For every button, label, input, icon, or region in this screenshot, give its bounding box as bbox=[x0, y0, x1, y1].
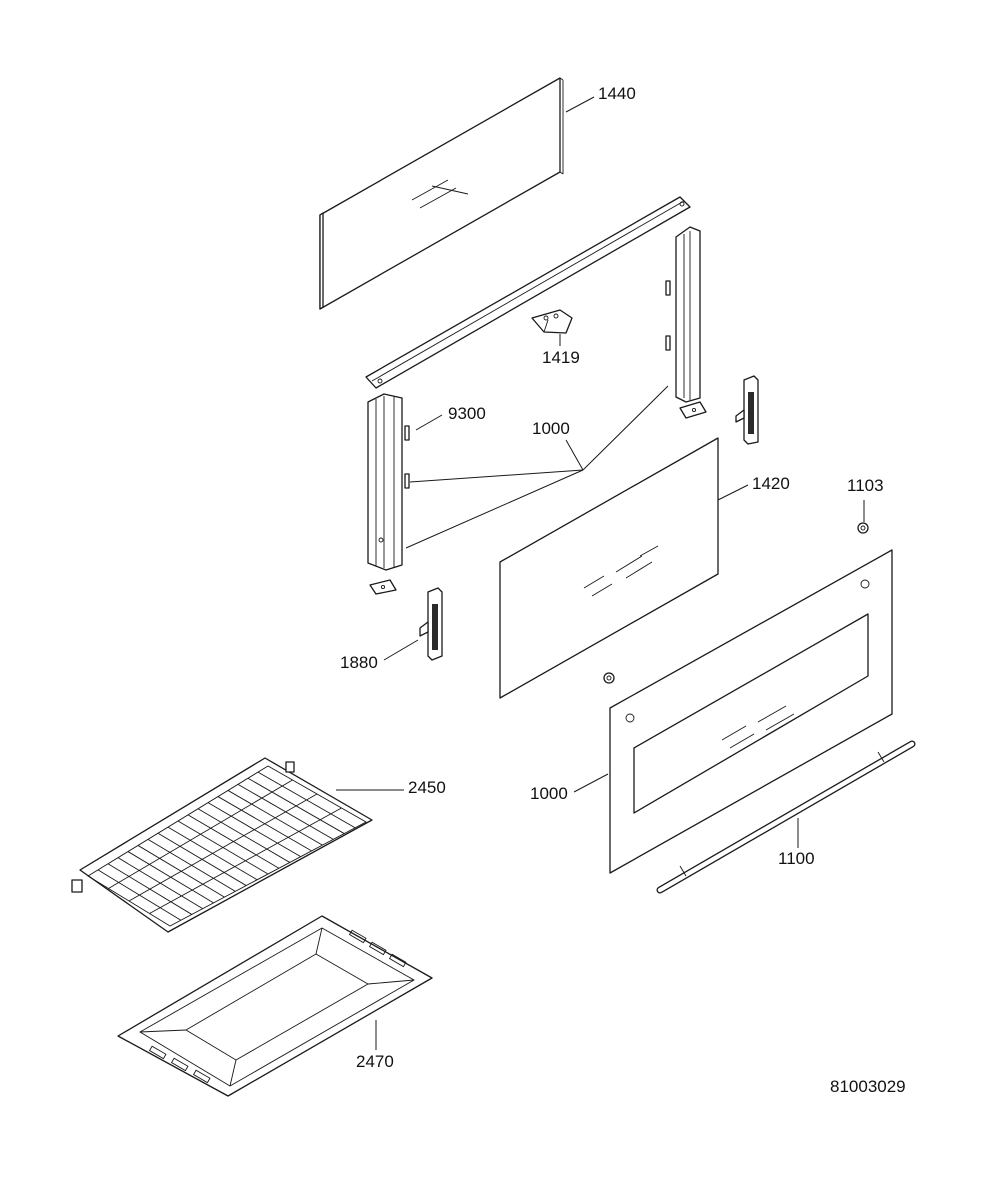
shelf-crossbar bbox=[149, 807, 342, 914]
shelf-crossbar bbox=[128, 793, 318, 902]
bushing-1103 bbox=[603, 522, 869, 684]
side-profile-left-9300 bbox=[367, 393, 410, 595]
glass-panel-1420 bbox=[499, 437, 719, 699]
callout-1000-door: 1000 bbox=[530, 784, 568, 803]
callout-2470: 2470 bbox=[356, 1052, 394, 1071]
hinge-right bbox=[735, 375, 759, 445]
document-number: 81003029 bbox=[830, 1077, 906, 1096]
side-profile-right bbox=[665, 226, 707, 419]
callout-1103: 1103 bbox=[847, 476, 884, 495]
callout-1419: 1419 bbox=[542, 348, 580, 367]
wire-shelf-2450 bbox=[71, 757, 373, 933]
shelf-crossbar bbox=[108, 779, 293, 889]
callout-2450: 2450 bbox=[408, 778, 446, 797]
glass-panel-1440 bbox=[319, 77, 564, 310]
leader-lines bbox=[336, 96, 865, 1050]
callout-1420: 1420 bbox=[752, 474, 790, 493]
callout-9300: 9300 bbox=[448, 404, 486, 423]
top-profile-bar bbox=[365, 196, 691, 389]
callout-1100: 1100 bbox=[778, 849, 815, 868]
callout-1440: 1440 bbox=[598, 84, 636, 103]
hinge-left-1880 bbox=[419, 587, 443, 661]
clip-1419 bbox=[531, 309, 573, 334]
callout-1000-frame: 1000 bbox=[532, 419, 570, 438]
door-handle-1100 bbox=[656, 740, 916, 894]
baking-tray-2470 bbox=[117, 915, 433, 1097]
callout-labels: 1440 1419 9300 1000 1420 1103 1880 2450 … bbox=[340, 84, 906, 1096]
outer-door-glass-1000 bbox=[609, 549, 893, 874]
callout-1880: 1880 bbox=[340, 653, 378, 672]
